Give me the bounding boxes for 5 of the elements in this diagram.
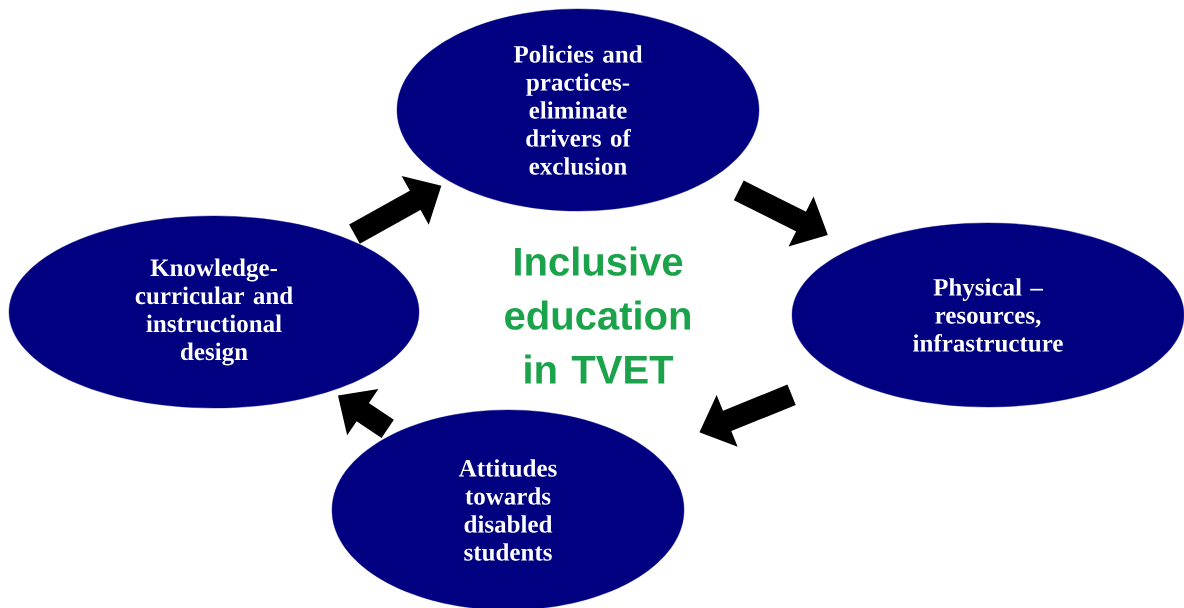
ellipse-node: Physical – resources, infrastructure: [791, 222, 1184, 408]
center-title: Inclusive education in TVET: [505, 246, 690, 384]
ellipse-node: Policies and practices- eliminate drivers of exclusion: [396, 8, 760, 212]
ellipse-node: Attitudes towards disabled students: [331, 409, 685, 608]
ellipse-node: Knowledge- curricular and instructional design: [8, 215, 420, 409]
